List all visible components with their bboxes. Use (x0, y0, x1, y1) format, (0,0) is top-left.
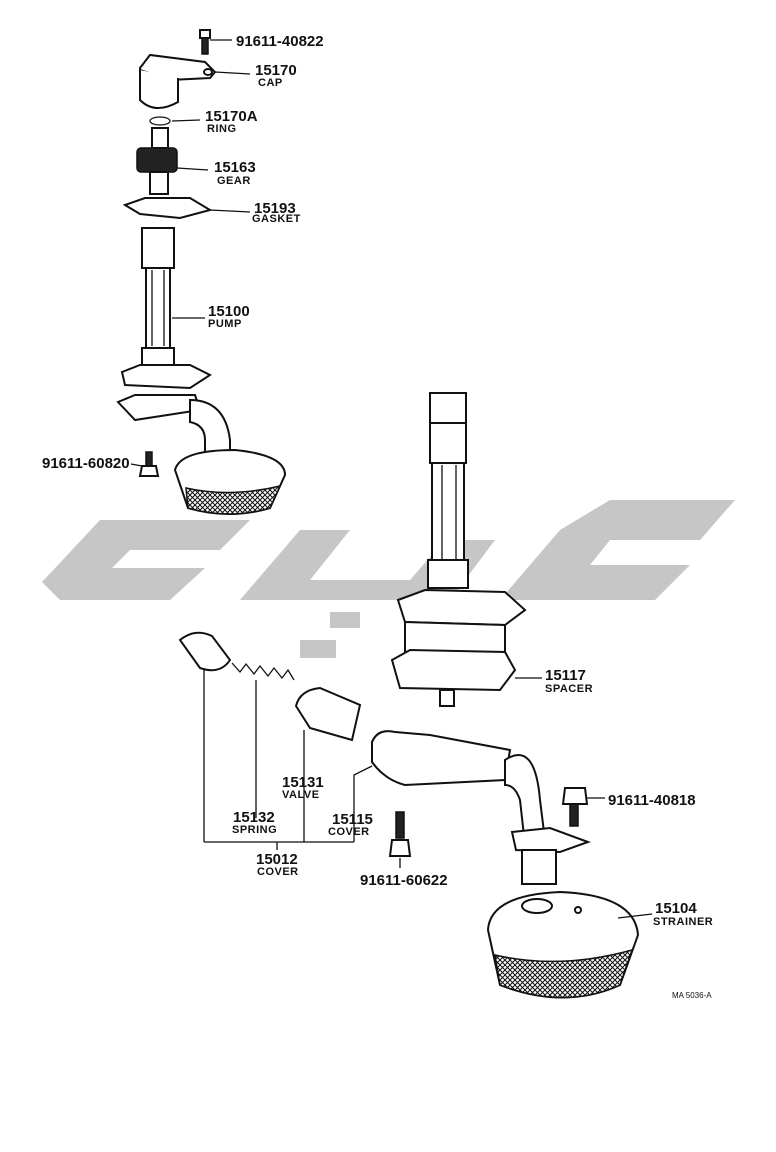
bolt-91611-60820 (138, 451, 160, 477)
label-valve-number: 15131 (282, 774, 324, 791)
valve-15131 (294, 686, 362, 742)
bolt-91611-40822 (199, 29, 211, 55)
label-bolt-91611-60820: 91611-60820 (42, 455, 130, 472)
strainer-15104 (486, 890, 640, 999)
ring-15170a (149, 116, 171, 126)
label-ring-name: RING (207, 123, 237, 135)
pump-15100-lower (396, 392, 527, 653)
leader-lines (130, 39, 653, 919)
label-cover-15012-name: COVER (257, 866, 299, 878)
label-gasket-number: 15193 (254, 200, 296, 217)
label-cap-number: 15170 (255, 62, 297, 79)
cap-15170 (139, 53, 217, 109)
label-spacer-number: 15117 (545, 667, 586, 684)
label-gear-name: GEAR (217, 175, 251, 187)
label-bolt-91611-60622: 91611-60622 (360, 872, 448, 889)
gasket-15193 (122, 197, 213, 220)
cover-15115-body (371, 730, 591, 885)
label-bolt-91611-40818: 91611-40818 (608, 792, 696, 809)
label-cover-15012-number: 15012 (256, 851, 298, 868)
spacer-15117 (390, 648, 517, 692)
label-cap-name: CAP (258, 77, 283, 89)
label-cover-15115-number: 15115 (332, 811, 373, 828)
label-spacer-name: SPACER (545, 683, 593, 695)
label-pump-number: 15100 (208, 303, 250, 320)
label-spring-name: SPRING (232, 824, 277, 836)
figure-reference: MA 5036-A (672, 991, 712, 1000)
cover-15012-plug (178, 631, 232, 672)
spring-15132 (231, 662, 295, 681)
label-bolt-91611-40822: 91611-40822 (236, 33, 324, 50)
label-cover-15115-name: COVER (328, 826, 370, 838)
pump-15100-upper (116, 227, 287, 515)
label-strainer-number: 15104 (655, 900, 697, 917)
label-gear-number: 15163 (214, 159, 256, 176)
label-gasket-name: GASKET (252, 213, 301, 225)
bolt-91611-60622 (388, 811, 412, 857)
spacer-stem (439, 689, 455, 707)
label-strainer-name: STRAINER (653, 916, 713, 928)
watermark-logo (42, 500, 735, 658)
label-ring-number: 15170A (205, 108, 258, 125)
label-spring-number: 15132 (233, 809, 275, 826)
label-pump-name: PUMP (208, 318, 242, 330)
bolt-91611-40818 (561, 787, 589, 827)
gear-15163 (136, 127, 178, 195)
label-valve-name: VALVE (282, 789, 320, 801)
